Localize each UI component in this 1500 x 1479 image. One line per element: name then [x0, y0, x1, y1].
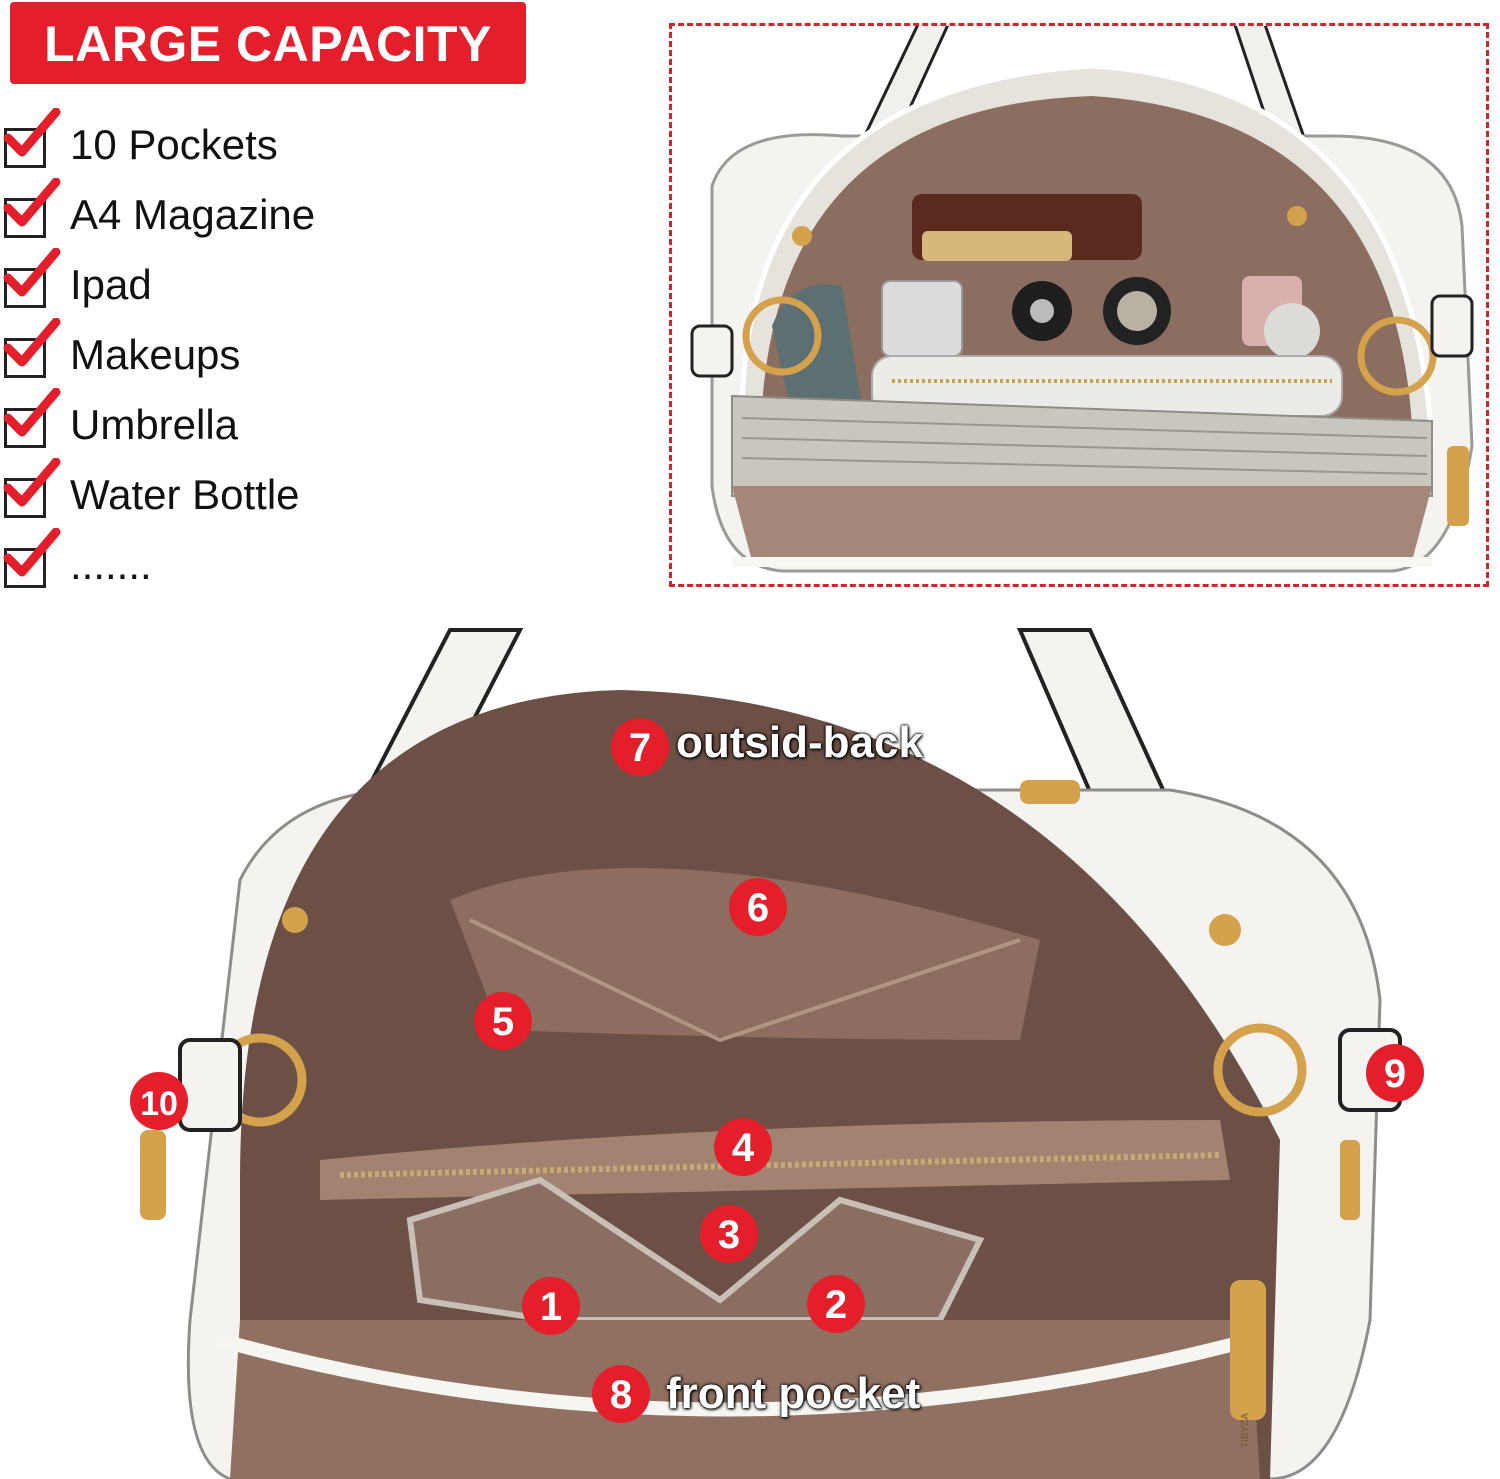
- feature-item: 10 Pockets: [3, 108, 564, 182]
- svg-text:1: 1: [540, 1285, 562, 1329]
- feature-item: Ipad: [3, 248, 564, 322]
- svg-text:7: 7: [629, 726, 651, 770]
- pocket-8-label: front pocket: [666, 1369, 921, 1418]
- pocket-marker-7: 7: [611, 718, 669, 776]
- svg-text:8: 8: [610, 1373, 632, 1417]
- feature-label: 10 Pockets: [70, 121, 278, 168]
- svg-text:10: 10: [140, 1085, 178, 1123]
- feature-label: Water Bottle: [70, 471, 300, 518]
- feature-item: Umbrella: [3, 388, 564, 462]
- svg-text:3: 3: [718, 1213, 740, 1257]
- packed-bag-illustration: [672, 26, 1486, 584]
- feature-item: Water Bottle: [3, 458, 564, 532]
- feature-label: .......: [70, 541, 152, 588]
- bag-interior-photo: [120, 620, 1500, 1479]
- zipper-brand: TIBYZA: [1240, 1412, 1251, 1448]
- pocket-marker-10: 10: [130, 1072, 188, 1130]
- pocket-marker-1: 1: [522, 1277, 580, 1335]
- pocket-marker-2: 2: [807, 1275, 865, 1333]
- svg-text:6: 6: [747, 886, 769, 930]
- bag-interior-illustration: [120, 620, 1500, 1479]
- svg-text:5: 5: [492, 1000, 514, 1044]
- feature-item: A4 Magazine: [3, 178, 564, 252]
- pocket-marker-3: 3: [700, 1205, 758, 1263]
- red-check-icon: [3, 108, 61, 157]
- pocket-marker-6: 6: [729, 878, 787, 936]
- feature-label: Ipad: [70, 261, 152, 308]
- red-check-icon: [3, 248, 61, 297]
- pocket-marker-4: 4: [714, 1118, 772, 1176]
- feature-label: A4 Magazine: [70, 191, 316, 238]
- red-check-icon: [3, 528, 61, 577]
- feature-checklist: 10 Pockets A4 Magazine Ipad Makeups Umbr…: [3, 108, 564, 602]
- red-check-icon: [3, 318, 61, 367]
- large-capacity-badge: LARGE CAPACITY: [10, 2, 526, 84]
- pocket-marker-9: 9: [1366, 1044, 1424, 1102]
- feature-item: Makeups: [3, 318, 564, 392]
- pocket-marker-5: 5: [474, 992, 532, 1050]
- red-check-icon: [3, 388, 61, 437]
- packed-bag-photo-frame: [669, 23, 1489, 587]
- svg-text:4: 4: [732, 1126, 755, 1170]
- pocket-7-label: outsid-back: [676, 718, 923, 767]
- red-check-icon: [3, 458, 61, 507]
- pocket-marker-8: 8: [592, 1365, 650, 1423]
- feature-label: Makeups: [70, 331, 241, 378]
- red-check-icon: [3, 178, 61, 227]
- svg-text:9: 9: [1384, 1052, 1406, 1096]
- feature-item: .......: [3, 528, 564, 602]
- svg-text:2: 2: [825, 1283, 847, 1327]
- feature-label: Umbrella: [70, 401, 239, 448]
